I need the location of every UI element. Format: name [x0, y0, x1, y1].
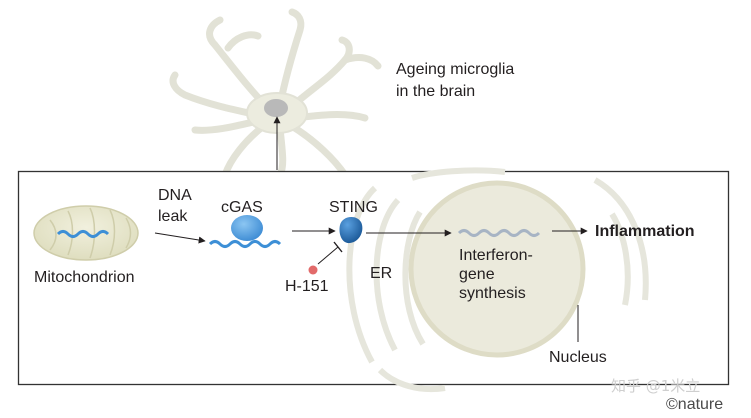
er-membranes: [346, 167, 649, 393]
microglia-cell: [169, 8, 382, 179]
h151-inhibition-bar: [333, 241, 343, 253]
h151-inhibition-line: [317, 246, 339, 265]
microglia-label: Ageing microglia in the brain: [396, 61, 519, 100]
cell-box: [17, 170, 730, 386]
nucleus-label: Nucleus: [549, 349, 607, 366]
sting-protein: [339, 216, 363, 244]
mito-dna-icon: [56, 230, 110, 238]
interferon-dna-icon: [457, 229, 541, 237]
interferon-label: Interferon- gene synthesis: [459, 247, 537, 302]
dna-leak-arrow: [154, 232, 206, 244]
cgas-protein: [231, 215, 263, 241]
cgas-label: cGAS: [221, 199, 263, 216]
credit: ©nature: [666, 396, 723, 413]
er-label: ER: [370, 265, 392, 282]
microglia-nucleus: [264, 99, 288, 117]
cgas-dna-icon: [208, 240, 282, 248]
mitochondrion-label: Mitochondrion: [34, 269, 135, 286]
h151-molecule: [308, 265, 318, 275]
sting-label: STING: [329, 199, 378, 216]
mitochondrion-shape: [33, 205, 139, 261]
h151-label: H-151: [285, 278, 329, 295]
watermark: 知乎 @1米立: [611, 377, 700, 395]
dna-leak-label: DNA leak: [158, 187, 195, 225]
inflammation-label: Inflammation: [595, 223, 695, 240]
nucleus-shape: [408, 180, 586, 358]
